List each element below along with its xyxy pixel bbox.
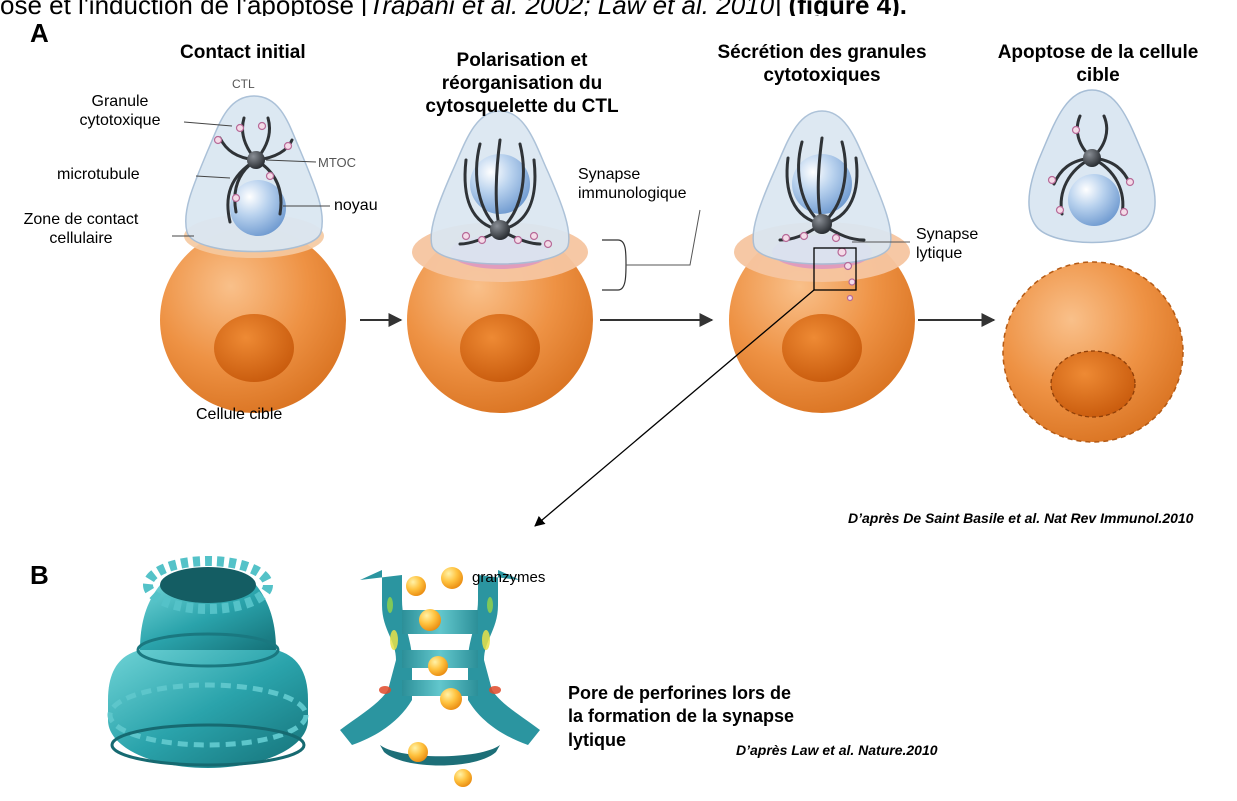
stage-1-drawing	[160, 96, 346, 413]
apoptotic-target-nucleus	[1051, 351, 1135, 417]
granzyme-particles	[406, 567, 472, 787]
stage-1-title: Contact initial	[180, 42, 306, 65]
granzymes-label: granzymes	[472, 569, 545, 587]
panel-a-letter: A	[30, 18, 49, 49]
synapse-bracket	[602, 240, 626, 290]
target-nucleus	[460, 314, 540, 382]
contact-zone-label: Zone de contact cellulaire	[6, 210, 156, 248]
stage-3-drawing	[729, 111, 915, 413]
synapse-leader	[626, 210, 700, 265]
noyau-label: noyau	[334, 196, 378, 215]
granule-label: Granule cytotoxique	[60, 92, 180, 130]
target-cell-label: Cellule cible	[196, 405, 282, 424]
mtoc-label: MTOC	[318, 155, 356, 171]
stage-2-drawing	[407, 111, 700, 413]
microtubule-label: microtubule	[57, 165, 140, 184]
stage-4-title: Apoptose de la cellule cible	[976, 42, 1220, 88]
perforin-pore-3d	[108, 561, 308, 768]
lytic-synapse-label: Synapse lytique	[916, 225, 978, 263]
panel-a-credit: D’après De Saint Basile et al. Nat Rev I…	[848, 510, 1193, 527]
panel-b-credit: D’après Law et al. Nature.2010	[736, 742, 938, 759]
stage-3-title: Sécrétion des granules cytotoxiques	[706, 42, 938, 88]
mtoc	[490, 220, 510, 240]
stage-2-title: Polarisation et réorganisation du cytosq…	[412, 50, 632, 118]
mtoc	[1083, 149, 1101, 167]
ctl-label: CTL	[232, 77, 255, 91]
immunological-synapse-label: Synapse immunologique	[578, 165, 687, 203]
target-nucleus	[782, 314, 862, 382]
mtoc	[247, 151, 265, 169]
panel-b-letter: B	[30, 560, 49, 591]
ctl-nucleus	[470, 154, 530, 214]
stage-4-drawing	[1003, 90, 1183, 442]
mtoc	[812, 214, 832, 234]
target-nucleus	[214, 314, 294, 382]
ctl-nucleus	[1068, 174, 1120, 226]
